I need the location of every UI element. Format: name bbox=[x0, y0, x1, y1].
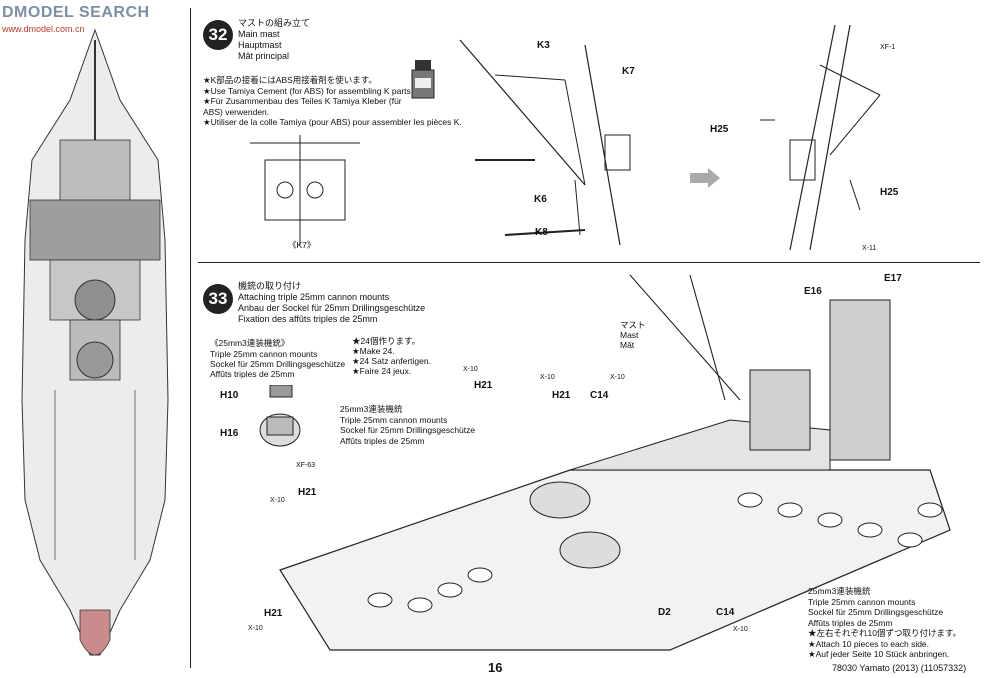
cement-bottle-icon bbox=[411, 60, 435, 99]
part-d2-label: D2 bbox=[658, 607, 671, 618]
step-33-title-en: Attaching triple 25mm cannon mounts bbox=[238, 292, 390, 302]
part-c14-label: C14 bbox=[590, 390, 609, 401]
callout-right: 25mm3連装機銃 Triple 25mm cannon mounts Sock… bbox=[808, 586, 961, 660]
callout-line: 25mm3連装機銃 bbox=[808, 586, 871, 596]
watermark-url: www.dmodel.com.cn bbox=[2, 24, 85, 34]
step-32-title-en: Main mast bbox=[238, 29, 280, 39]
paint-xf63-label: XF-63 bbox=[296, 462, 316, 469]
part-h25-label: H25 bbox=[880, 187, 899, 198]
callout-line: ★Attach 10 pieces to each side. bbox=[808, 638, 930, 649]
callout-line: Triple 25mm cannon mounts bbox=[340, 414, 448, 425]
part-k3-label: K3 bbox=[537, 40, 550, 51]
mast-assembled bbox=[760, 25, 881, 251]
mast-label-fr: Mât bbox=[620, 340, 635, 350]
mast-label-en: Mast bbox=[620, 330, 639, 340]
step-33-title-fr: Fixation des affûts triples de 25mm bbox=[238, 314, 378, 324]
part-h25-label: H25 bbox=[710, 124, 729, 135]
step-32-title-jp: マストの組み立て bbox=[238, 18, 311, 28]
step-33-badge: 33 bbox=[203, 284, 233, 314]
callout-line: Sockel für 25mm Drillingsgeschütze bbox=[340, 425, 476, 435]
part-k7-sprue-label: 《K7》 bbox=[288, 240, 316, 250]
part-h16-label: H16 bbox=[220, 428, 239, 439]
make-de: ★24 Satz anfertigen. bbox=[352, 356, 431, 366]
part-h21-label: H21 bbox=[264, 608, 283, 619]
sub-fr: Affûts triples de 25mm bbox=[210, 369, 295, 379]
callout-line: Affûts triples de 25mm bbox=[808, 617, 893, 628]
ship-top-view bbox=[21, 28, 169, 656]
part-k8-label: K8 bbox=[535, 227, 548, 238]
mast-label-jp: マスト bbox=[620, 320, 646, 330]
callout-line: Sockel für 25mm Drillingsgeschütze bbox=[808, 607, 944, 617]
sprue-k7 bbox=[250, 135, 360, 245]
callout-line: ★Auf jeder Seite 10 Stück anbringen. bbox=[808, 649, 950, 659]
make-jp: ★24個作ります。 bbox=[352, 336, 421, 346]
note-line: ★Utiliser de la colle Tamiya (pour ABS) … bbox=[203, 117, 462, 127]
part-h10-label: H10 bbox=[220, 390, 239, 401]
note-line: ★K部品の接着にはABS用接着剤を使います。 bbox=[203, 75, 377, 85]
cannon-mount-subassembly bbox=[259, 385, 301, 447]
part-e17-label: E17 bbox=[884, 273, 902, 284]
make-en: ★Make 24. bbox=[352, 346, 395, 356]
product-code: 78030 Yamato (2013) (11057332) bbox=[832, 663, 967, 673]
part-h21-label: H21 bbox=[552, 390, 571, 401]
note-line: ★Use Tamiya Cement (for ABS) for assembl… bbox=[203, 85, 414, 96]
step-33-title-de: Anbau der Sockel für 25mm Drillingsgesch… bbox=[238, 303, 426, 313]
x10-label: X-10 bbox=[248, 625, 263, 632]
callout-line: ★左右それぞれ10個ずつ取り付けます。 bbox=[808, 628, 962, 638]
ship-hull-isometric bbox=[279, 274, 951, 651]
step-32-title-fr: Mât principal bbox=[238, 51, 290, 61]
arrow-right-icon bbox=[690, 168, 720, 188]
part-h21-label: H21 bbox=[474, 380, 493, 391]
page-number: 16 bbox=[488, 660, 503, 675]
x10-label: X-10 bbox=[610, 374, 625, 381]
x10-label: X-10 bbox=[540, 374, 555, 381]
part-e16-label: E16 bbox=[804, 286, 822, 297]
callout-line: Affûts triples de 25mm bbox=[340, 435, 425, 446]
watermark-logo: DMODEL SEARCH bbox=[2, 4, 150, 21]
step-32-title-de: Hauptmast bbox=[238, 40, 282, 50]
callout-line: Triple 25mm cannon mounts bbox=[808, 596, 916, 607]
step-32-note: ★K部品の接着にはABS用接着剤を使います。 ★Use Tamiya Cemen… bbox=[203, 75, 462, 128]
mast-exploded-view bbox=[459, 39, 631, 246]
callout-line: 25mm3連装機銃 bbox=[340, 404, 403, 414]
part-h21-label: H21 bbox=[298, 487, 317, 498]
x10-label: X-10 bbox=[733, 626, 748, 633]
x11-label: X-11 bbox=[862, 245, 877, 252]
column-divider bbox=[190, 8, 191, 668]
part-k7-label: K7 bbox=[622, 66, 635, 77]
step-32-badge: 32 bbox=[203, 20, 233, 50]
make-fr: ★Faire 24 jeux. bbox=[352, 366, 412, 376]
x10-label: X-10 bbox=[463, 366, 478, 373]
part-k6-label: K6 bbox=[534, 194, 547, 205]
callout-mid: 25mm3連装機銃 Triple 25mm cannon mounts Sock… bbox=[340, 404, 475, 446]
step-33-title-jp: 機銃の取り付け bbox=[238, 281, 302, 291]
note-line: ★Für Zusammenbau des Teiles K Tamiya Kle… bbox=[203, 96, 402, 106]
sub-jp: 《25mm3連装機銃》 bbox=[210, 338, 290, 348]
step-divider bbox=[198, 262, 980, 263]
sub-de: Sockel für 25mm Drillingsgeschütze bbox=[210, 359, 346, 369]
part-c14-label: C14 bbox=[716, 607, 735, 618]
sub-en: Triple 25mm cannon mounts bbox=[210, 349, 318, 359]
paint-xf1-label: XF-1 bbox=[880, 44, 896, 51]
note-line: ABS) verwenden. bbox=[203, 106, 270, 117]
x10-label: X-10 bbox=[270, 497, 285, 504]
